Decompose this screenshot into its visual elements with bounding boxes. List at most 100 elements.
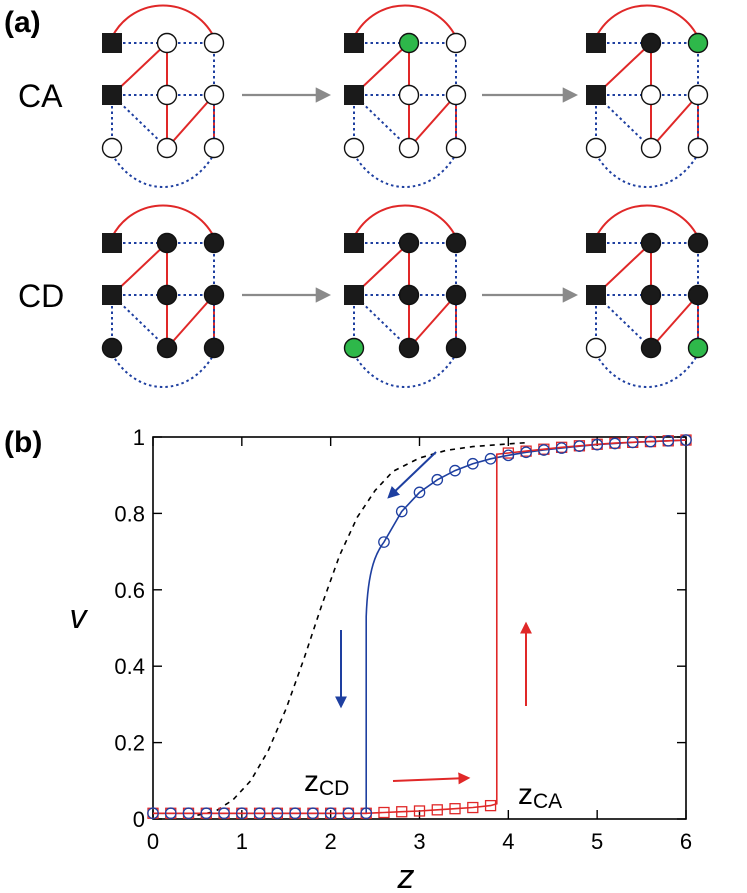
blue-circle-marker	[644, 435, 657, 448]
plot-curves	[147, 434, 692, 820]
circle-node	[640, 84, 662, 106]
circle-node	[203, 284, 225, 306]
blue-circle-marker	[395, 505, 408, 518]
blue-circle-marker	[360, 807, 373, 820]
blue-circle-marker	[200, 807, 213, 820]
zca-annotation: zCA	[518, 778, 562, 813]
circle-node	[343, 137, 365, 159]
network-graph	[343, 4, 467, 188]
blue-circle-marker	[555, 442, 568, 454]
row-label-cd: CD	[18, 278, 64, 314]
blue-circle-marker	[502, 449, 515, 462]
circle-node	[203, 32, 225, 54]
zcd-sub: CD	[319, 777, 349, 800]
red-arc-edge	[595, 204, 699, 238]
circle-node	[398, 337, 420, 359]
circle-node	[640, 337, 662, 359]
blue-circle-marker	[253, 807, 266, 820]
square-node	[102, 33, 122, 53]
blue-circle-marker	[218, 807, 230, 820]
x-tick-label: 5	[591, 829, 603, 854]
y-tick-label: 0.8	[114, 501, 145, 526]
network-graph	[101, 204, 225, 388]
x-tick-label: 3	[413, 829, 425, 854]
blue-circle-marker	[484, 452, 497, 465]
circle-node	[640, 32, 662, 54]
blue-circle-marker	[609, 437, 621, 450]
blue-circle-marker	[324, 807, 337, 820]
blue-circle-marker	[431, 473, 444, 486]
red-arc-edge	[353, 4, 457, 38]
red-square-marker	[378, 806, 390, 819]
circle-node	[203, 337, 225, 359]
red-arc-edge	[353, 204, 457, 238]
circle-node	[156, 137, 178, 159]
circle-node	[101, 337, 123, 359]
blue-arc-edge	[353, 153, 457, 188]
blue-circle-marker	[235, 807, 248, 820]
red-arc-edge	[111, 4, 215, 38]
plot-frame	[152, 436, 687, 820]
circle-node	[687, 232, 709, 254]
blue-circle-marker	[449, 464, 461, 477]
blue-arc-edge	[353, 353, 457, 388]
blue-curve-line	[153, 439, 687, 815]
circle-node	[445, 137, 467, 159]
square-node	[344, 233, 364, 253]
blue-circle-marker	[466, 457, 479, 470]
zca-sub: CA	[533, 790, 562, 813]
blue-circle-marker	[307, 807, 319, 820]
red-square-marker	[431, 804, 443, 816]
circle-node	[445, 337, 467, 359]
red-edge	[408, 294, 457, 349]
red-edge	[650, 294, 699, 349]
network-graph	[585, 204, 709, 388]
square-node	[586, 233, 606, 253]
y-tick-label: 0.4	[114, 654, 145, 679]
red-square-marker	[396, 806, 408, 818]
blue-circle-marker	[662, 434, 675, 447]
square-node	[344, 285, 364, 305]
y-tick-label: 1	[133, 425, 145, 450]
blue-circle-marker	[413, 486, 426, 499]
blue-circle-marker	[538, 444, 550, 456]
circle-node	[445, 232, 467, 254]
circle-node	[687, 84, 709, 106]
red-edge	[166, 94, 215, 149]
blue-circle-marker	[591, 438, 604, 451]
blue-circle-marker	[147, 807, 159, 820]
square-node	[586, 33, 606, 53]
circle-node	[687, 32, 709, 54]
circle-node	[203, 137, 225, 159]
circle-node	[585, 137, 607, 159]
blue-circle-marker	[378, 536, 390, 548]
circle-node	[445, 284, 467, 306]
blue-circle-marker	[626, 436, 639, 449]
red-square-marker	[467, 801, 479, 814]
row-label-ca: CA	[18, 78, 63, 114]
blue-circle-marker	[573, 440, 586, 453]
blue-circle-marker	[520, 446, 532, 459]
network-diagrams	[101, 4, 709, 388]
circle-node	[156, 84, 178, 106]
circle-node	[687, 337, 709, 359]
red-arc-edge	[595, 4, 699, 38]
blue-circle-marker	[342, 807, 355, 820]
blue-circle-marker	[271, 807, 284, 820]
network-graph	[101, 4, 225, 188]
blue-circle-marker	[164, 807, 177, 820]
x-tick-label: 0	[147, 829, 159, 854]
blue-arc-edge	[595, 353, 699, 388]
network-graph	[343, 204, 467, 388]
dashed-reference-curve	[197, 441, 527, 816]
square-node	[344, 33, 364, 53]
panel-b-label: (b)	[4, 426, 42, 459]
square-node	[586, 85, 606, 105]
blue-circle-marker	[680, 434, 692, 446]
circle-node	[398, 137, 420, 159]
circle-node	[445, 32, 467, 54]
circle-node	[640, 284, 662, 306]
circle-node	[398, 84, 420, 106]
